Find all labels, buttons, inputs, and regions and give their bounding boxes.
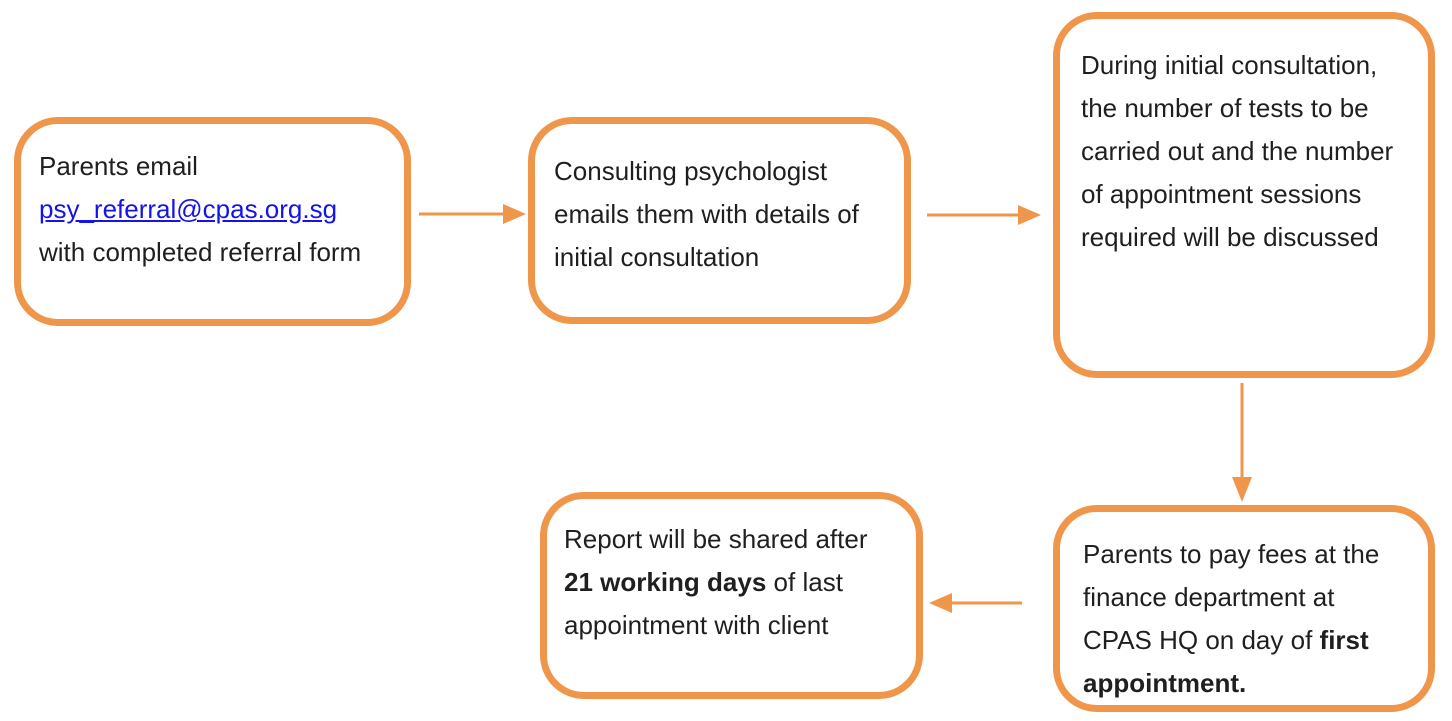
- box2-text: Consulting psychologist emails them with…: [554, 156, 859, 272]
- arrow-down-icon: [1232, 383, 1252, 502]
- box1-text-part2: with completed referral form: [39, 237, 362, 267]
- arrow-box3-to-box4: [1228, 381, 1256, 503]
- box4-bold-first-appointment: first appointment.: [1083, 625, 1369, 698]
- email-link[interactable]: psy_referral@cpas.org.sg: [39, 194, 338, 224]
- arrow-right-icon: [419, 204, 526, 224]
- box5-text-part1: Report will be shared after: [564, 524, 868, 554]
- arrow-left-icon: [929, 593, 1022, 613]
- box5-text-part2: of last appointment with client: [564, 567, 843, 640]
- flow-step-report-shared: Report will be shared after 21 working d…: [540, 492, 923, 699]
- box4-text-part1: Parents to pay fees at the finance depar…: [1083, 539, 1380, 655]
- arrow-box2-to-box3: [924, 201, 1042, 229]
- arrow-box4-to-box5: [928, 589, 1024, 617]
- arrow-right-icon: [927, 205, 1041, 225]
- box3-text: During initial consultation, the number …: [1081, 50, 1394, 252]
- flow-step-parents-email-referral: Parents email psy_referral@cpas.org.sg w…: [14, 117, 411, 326]
- arrow-box1-to-box2: [417, 200, 527, 228]
- box4-text: Parents to pay fees at the finance depar…: [1083, 533, 1404, 705]
- box1-text: Parents email psy_referral@cpas.org.sg w…: [39, 145, 368, 274]
- flow-step-pay-fees-finance-department: Parents to pay fees at the finance depar…: [1053, 505, 1435, 712]
- flow-step-initial-consultation-discussion: During initial consultation, the number …: [1053, 12, 1435, 378]
- flow-step-psychologist-emails-details: Consulting psychologist emails them with…: [528, 117, 911, 324]
- box5-bold-21-working-days: 21 working days: [564, 567, 767, 597]
- box1-text-part1: Parents email: [39, 151, 198, 181]
- box5-text: Report will be shared after 21 working d…: [564, 518, 876, 647]
